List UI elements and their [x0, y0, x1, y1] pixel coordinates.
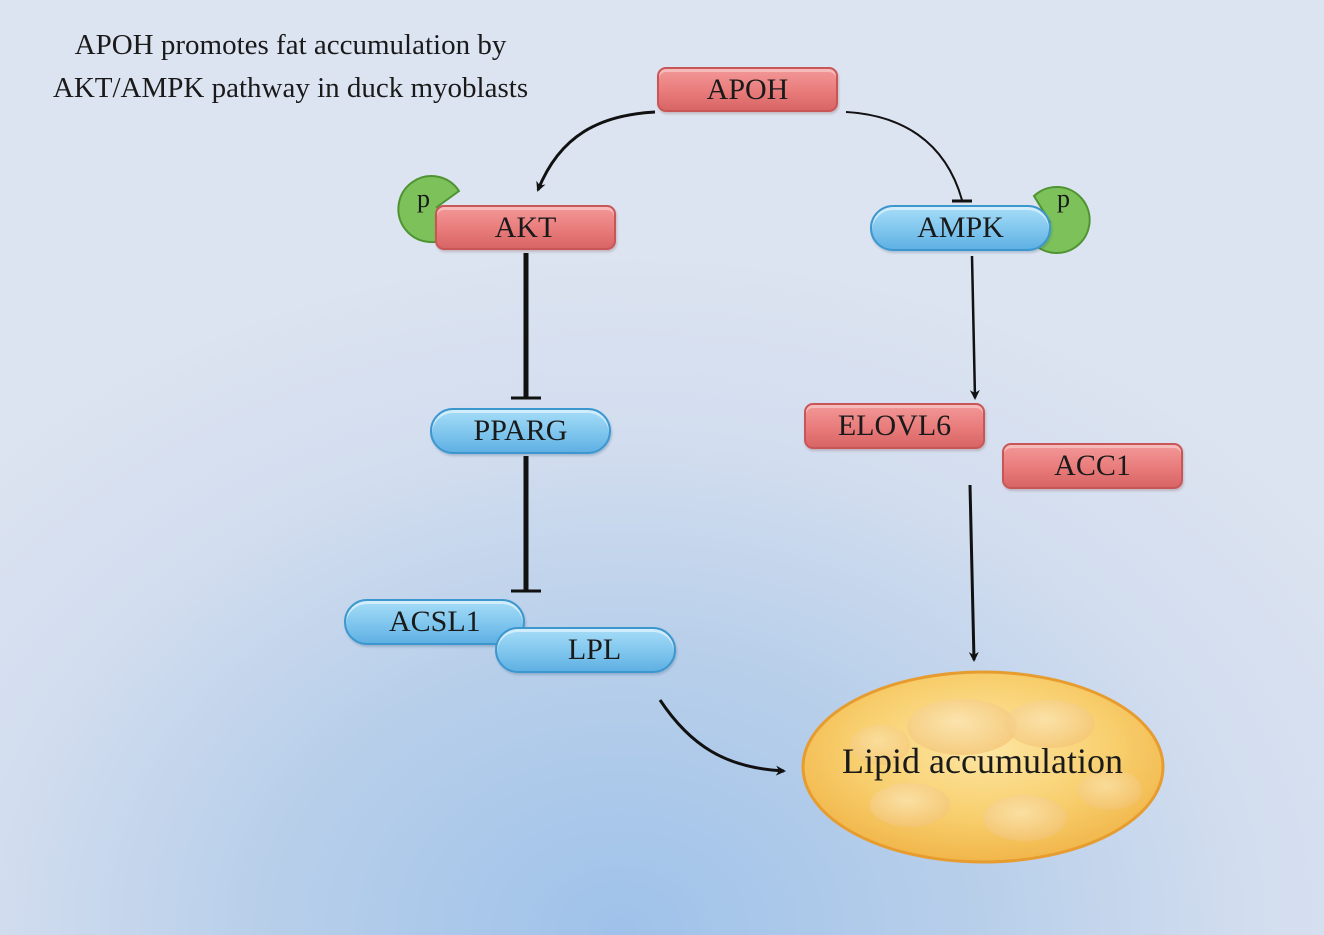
- node-pparg: PPARG: [430, 408, 611, 454]
- node-lpl: LPL: [495, 627, 676, 673]
- edge-ampk-elovl6: [969, 255, 980, 400]
- node-elovl6: ELOVL6: [804, 403, 985, 449]
- edge-lpl-lipid: [658, 699, 786, 776]
- edge-apoh-ampk: [845, 111, 963, 201]
- node-acsl1: ACSL1: [344, 599, 525, 645]
- node-acc1: ACC1: [1002, 443, 1183, 489]
- phospho-ampk-label: p: [1057, 184, 1070, 213]
- node-apoh: APOH: [657, 67, 838, 112]
- edge-elovl6-lipid: [968, 484, 979, 662]
- title-line-1: APOH promotes fat accumulation by: [74, 29, 507, 61]
- node-ampk: AMPK: [870, 205, 1051, 251]
- node-akt: AKT: [435, 205, 616, 250]
- diagram-title: APOH promotes fat accumulation by AKT/AM…: [18, 24, 563, 110]
- edge-apoh-akt: [536, 110, 656, 192]
- lipid-droplet: [801, 670, 1165, 864]
- title-line-2: AKT/AMPK pathway in duck myoblasts: [52, 72, 529, 104]
- phospho-akt-label: p: [417, 184, 430, 213]
- node-lipid-accumulation: Lipid accumulation: [842, 741, 1123, 781]
